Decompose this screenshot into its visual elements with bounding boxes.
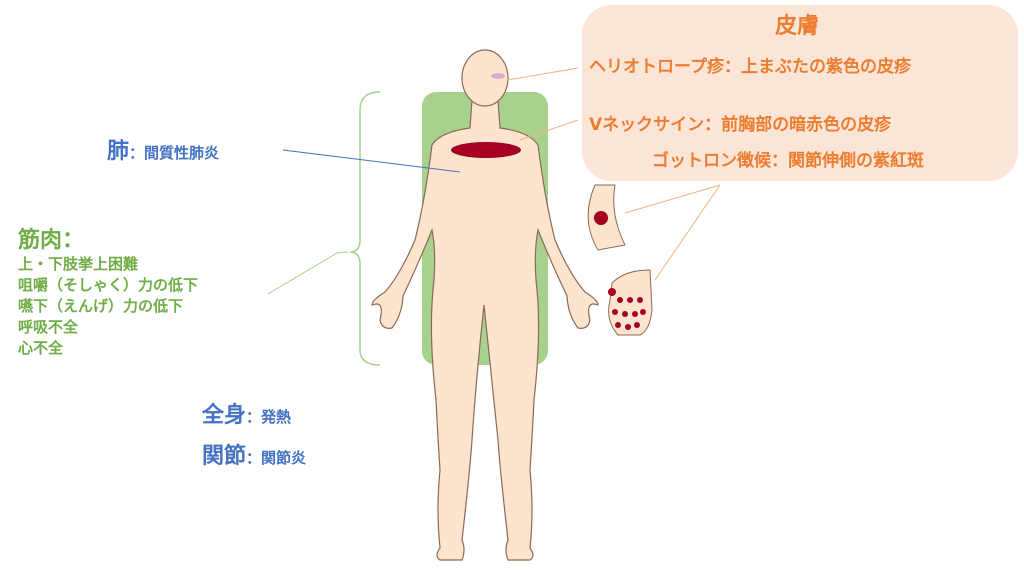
lung-leader <box>282 149 461 173</box>
muscle-item: 上・下肢挙上困難 <box>18 255 139 273</box>
muscle-item: 咀嚼（そしゃく）力の低下 <box>18 276 199 294</box>
muscle-bracket <box>349 91 381 366</box>
skin-item-gottron: ゴットロン徴候：関節伸側の紫紅斑 <box>652 151 924 171</box>
elbow-inset <box>587 184 626 251</box>
hand-inset <box>608 269 653 336</box>
head <box>461 49 509 107</box>
muscle-item: 呼吸不全 <box>18 318 79 336</box>
lung-label: 肺：間質性肺炎 <box>107 133 219 165</box>
muscle-leader <box>267 251 349 295</box>
skin-title: 皮膚 <box>775 14 820 39</box>
skin-item-v-neck: Vネックサイン：前胸部の暗赤色の皮疹 <box>589 115 892 135</box>
lung-title: 肺 <box>107 139 130 164</box>
muscle-item: 心不全 <box>18 339 64 357</box>
muscle-item: 嚥下（えんげ）力の低下 <box>18 297 184 315</box>
whole-body-detail: ：発熱 <box>246 408 292 426</box>
muscle-label: 筋肉： 上・下肢挙上困難 咀嚼（そしゃく）力の低下 嚥下（えんげ）力の低下 呼吸… <box>18 222 198 359</box>
skin-item-heliotrope: ヘリオトロープ疹：上まぶたの紫色の皮疹 <box>589 57 911 77</box>
joint-title: 関節 <box>202 444 247 469</box>
skin-leaders <box>506 67 721 281</box>
skin-callout-box <box>582 5 1018 181</box>
whole-body-label: 全身：発熱 <box>202 397 291 429</box>
whole-body-title: 全身 <box>202 403 247 428</box>
muscle-title: 筋肉： <box>18 228 85 253</box>
body <box>371 49 599 561</box>
joint-label: 関節：関節炎 <box>202 438 306 470</box>
v-neck-rash <box>451 142 521 158</box>
lung-detail: ：間質性肺炎 <box>129 144 220 162</box>
joint-detail: ：関節炎 <box>246 449 307 467</box>
eyelid-rash <box>491 73 505 79</box>
